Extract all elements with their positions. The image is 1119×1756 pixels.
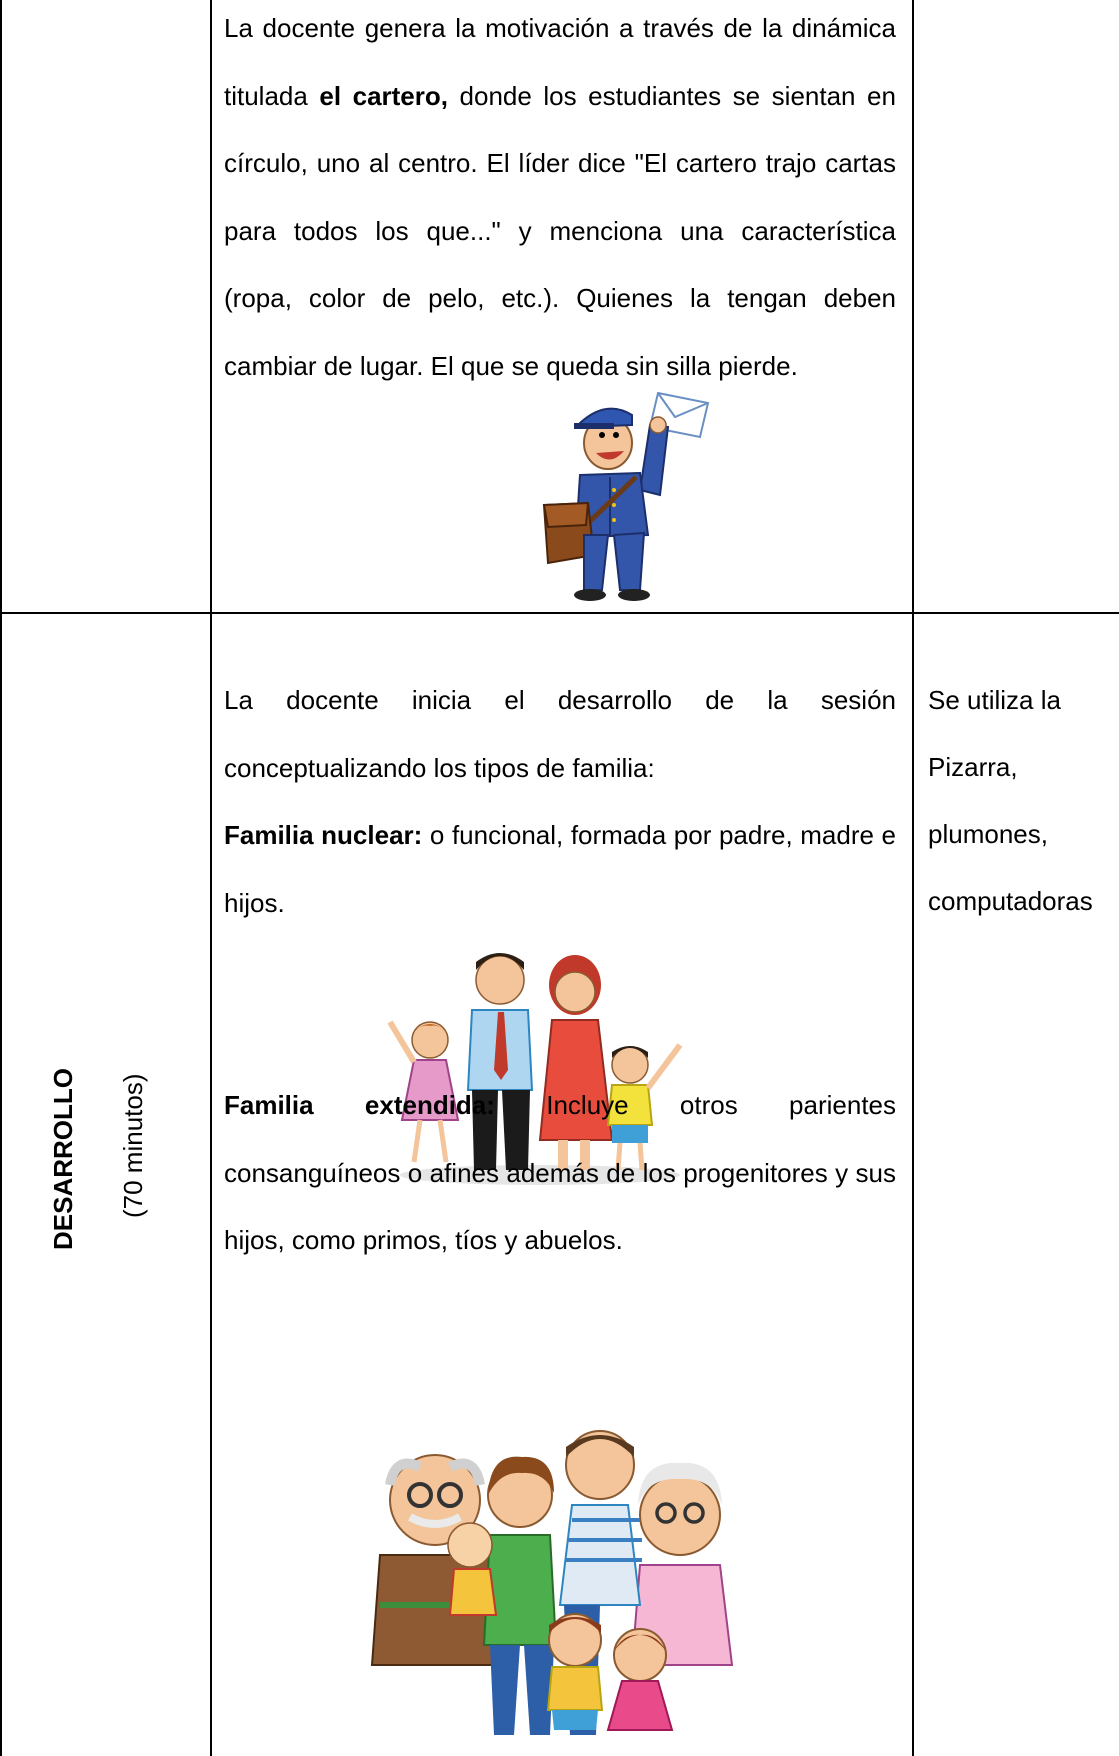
table-border-left <box>0 0 2 1756</box>
nuclear-family-paragraph: Familia nuclear: o funcional, formada po… <box>224 802 896 937</box>
motivation-bold-title: el cartero, <box>319 80 448 111</box>
resources-line-3: plumones, <box>928 819 1048 849</box>
extended-family-text: Incluye otros parientes consanguíneos o … <box>224 1090 897 1255</box>
extended-family-paragraph: Familia extendida: Incluye otros parient… <box>224 1072 896 1275</box>
development-intro: La docente inicia el desarrollo de la se… <box>224 685 896 783</box>
table-divider-col2 <box>912 0 914 1756</box>
section-title: DESARROLLO <box>48 1068 78 1250</box>
motivation-text-1: La docente genera la motivación a través… <box>224 13 896 111</box>
table-row-divider <box>0 612 1119 614</box>
resources-line-4: computadoras <box>928 886 1093 916</box>
resources-line-2: Pizarra, <box>928 752 1018 782</box>
resources-line-1: Se utiliza la <box>928 685 1061 715</box>
extended-family-label: Familia extendida: <box>224 1090 495 1120</box>
section-duration: (70 minutos) <box>118 1073 148 1219</box>
extended-family-illustration <box>370 1430 734 1735</box>
motivation-text-2: donde los estudiantes se sientan en círc… <box>224 80 896 381</box>
nuclear-family-text: o funcional, formada por padre, madre e … <box>224 820 896 918</box>
table-divider-col1 <box>210 0 212 1756</box>
motivation-paragraph: La docente genera la motivación a través… <box>224 0 896 400</box>
nuclear-family-illustration <box>387 953 683 1185</box>
nuclear-family-label: Familia nuclear: <box>224 820 423 850</box>
mailman-illustration <box>542 391 710 601</box>
